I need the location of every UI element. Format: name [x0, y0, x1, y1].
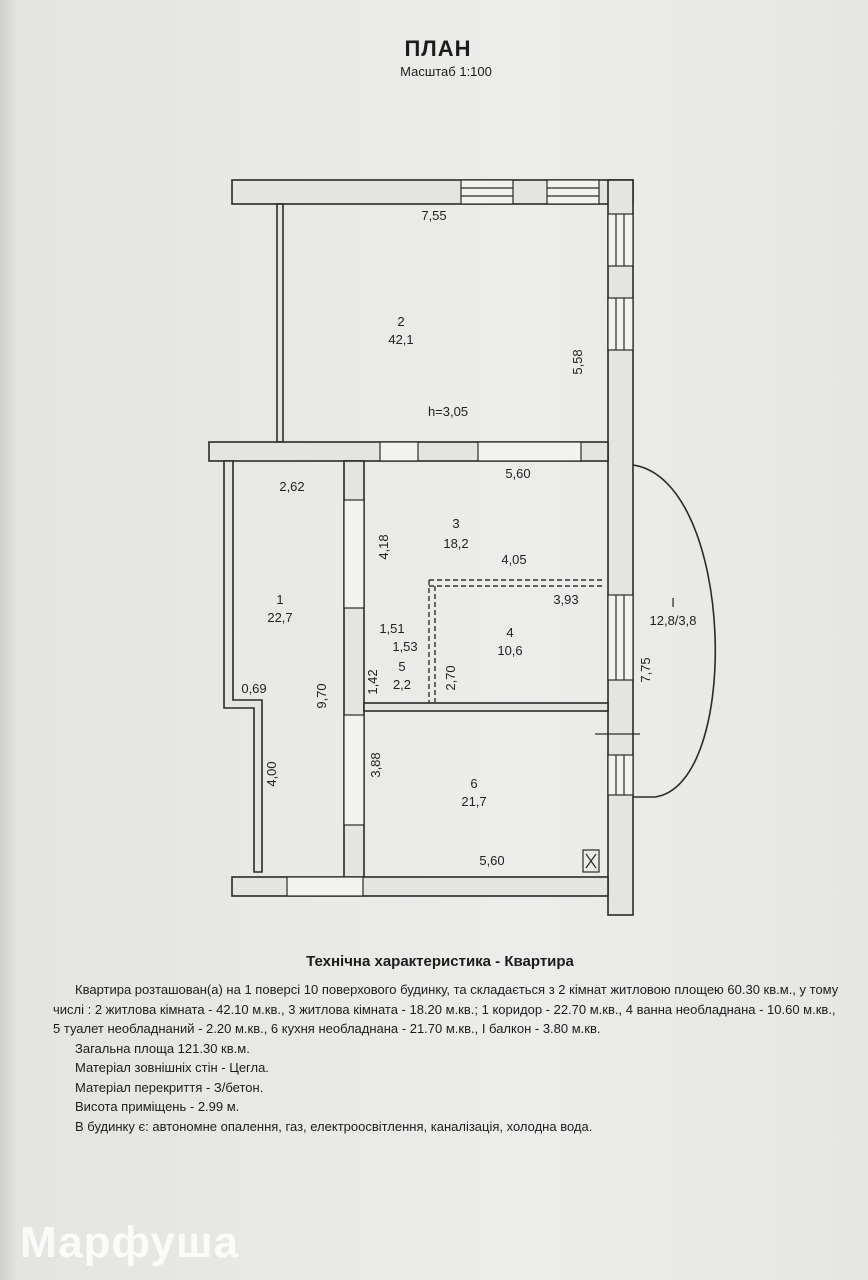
room1-area: 22,7 [267, 610, 292, 625]
room4-number: 4 [506, 625, 513, 640]
plan-title: ПЛАН [404, 36, 472, 61]
dim-room1-lower: 4,00 [264, 761, 279, 786]
dim-room3-width: 5,60 [505, 466, 530, 481]
kitchen-stove-icon [582, 849, 600, 873]
right-wall [607, 179, 634, 916]
dim-room1-step: 0,69 [241, 681, 266, 696]
plan-scale: Масштаб 1:100 [400, 64, 492, 79]
dim-room4-depth: 2,70 [443, 665, 458, 690]
tech-utilities: В будинку є: автономне опалення, газ, ел… [75, 1118, 593, 1134]
dim-room3-depth: 4,18 [376, 534, 391, 559]
balcony-number: I [671, 595, 675, 610]
room2-left-wall [276, 203, 284, 443]
dim-room3-inner: 4,05 [501, 552, 526, 567]
room1-number: 1 [276, 592, 283, 607]
balcony-outline [632, 464, 717, 798]
room5-number: 5 [398, 659, 405, 674]
window-bottom [286, 876, 364, 897]
bath-partition-top [429, 579, 604, 587]
balcony-door [607, 594, 634, 681]
window-top-1 [460, 179, 514, 205]
dim-room4-width: 3,93 [553, 592, 578, 607]
door-corridor-1 [343, 499, 365, 609]
dim-room6-depth: 3,88 [368, 752, 383, 777]
watermark-logo: Марфуша [20, 1218, 240, 1267]
bath-partition-left [428, 580, 436, 703]
room2-number: 2 [397, 314, 404, 329]
dim-room2-height: 5,58 [570, 349, 585, 374]
room6-area: 21,7 [461, 794, 486, 809]
room4-area: 10,6 [497, 643, 522, 658]
dim-room1-width: 2,62 [279, 479, 304, 494]
door-room3 [379, 441, 419, 462]
dim-room5-width2: 1,53 [392, 639, 417, 654]
room6-number: 6 [470, 776, 477, 791]
door-corridor-2 [343, 714, 365, 826]
tech-floor-material: Матеріал перекриття - З/бетон. [75, 1079, 264, 1095]
dim-room6-width: 5,60 [479, 853, 504, 868]
window-top-2 [546, 179, 600, 205]
dim-top-width: 7,55 [421, 208, 446, 223]
tech-heading: Технічна характеристика - Квартира [306, 953, 574, 970]
balcony-area: 12,8/3,8 [650, 613, 697, 628]
dim-balcony-length: 7,75 [638, 657, 653, 682]
room3-number: 3 [452, 516, 459, 531]
window-right-3 [607, 754, 634, 796]
room3-area: 18,2 [443, 536, 468, 551]
tech-wall-material: Матеріал зовнішніх стін - Цегла. [75, 1060, 269, 1075]
room5-area: 2,2 [393, 677, 411, 692]
dim-room5-depth: 1,42 [365, 669, 380, 694]
tech-characteristics: Квартира розташован(а) на 1 поверсі 10 п… [53, 980, 843, 1136]
tech-total-area: Загальна площа 121.30 кв.м. [75, 1040, 250, 1056]
dim-room5-width1: 1,51 [379, 621, 404, 636]
dim-room1-length: 9,70 [314, 683, 329, 708]
tech-room-height: Висота приміщень - 2.99 м. [75, 1099, 240, 1114]
window-right-1 [607, 213, 634, 267]
room2-area: 42,1 [388, 332, 413, 347]
tech-description: Квартира розташован(а) на 1 поверсі 10 п… [53, 982, 839, 1036]
window-right-2 [607, 297, 634, 351]
corridor-left-wall [223, 460, 263, 873]
kitchen-top-wall [363, 702, 609, 712]
opening-room3 [477, 441, 582, 462]
ceiling-height: h=3,05 [428, 404, 468, 419]
